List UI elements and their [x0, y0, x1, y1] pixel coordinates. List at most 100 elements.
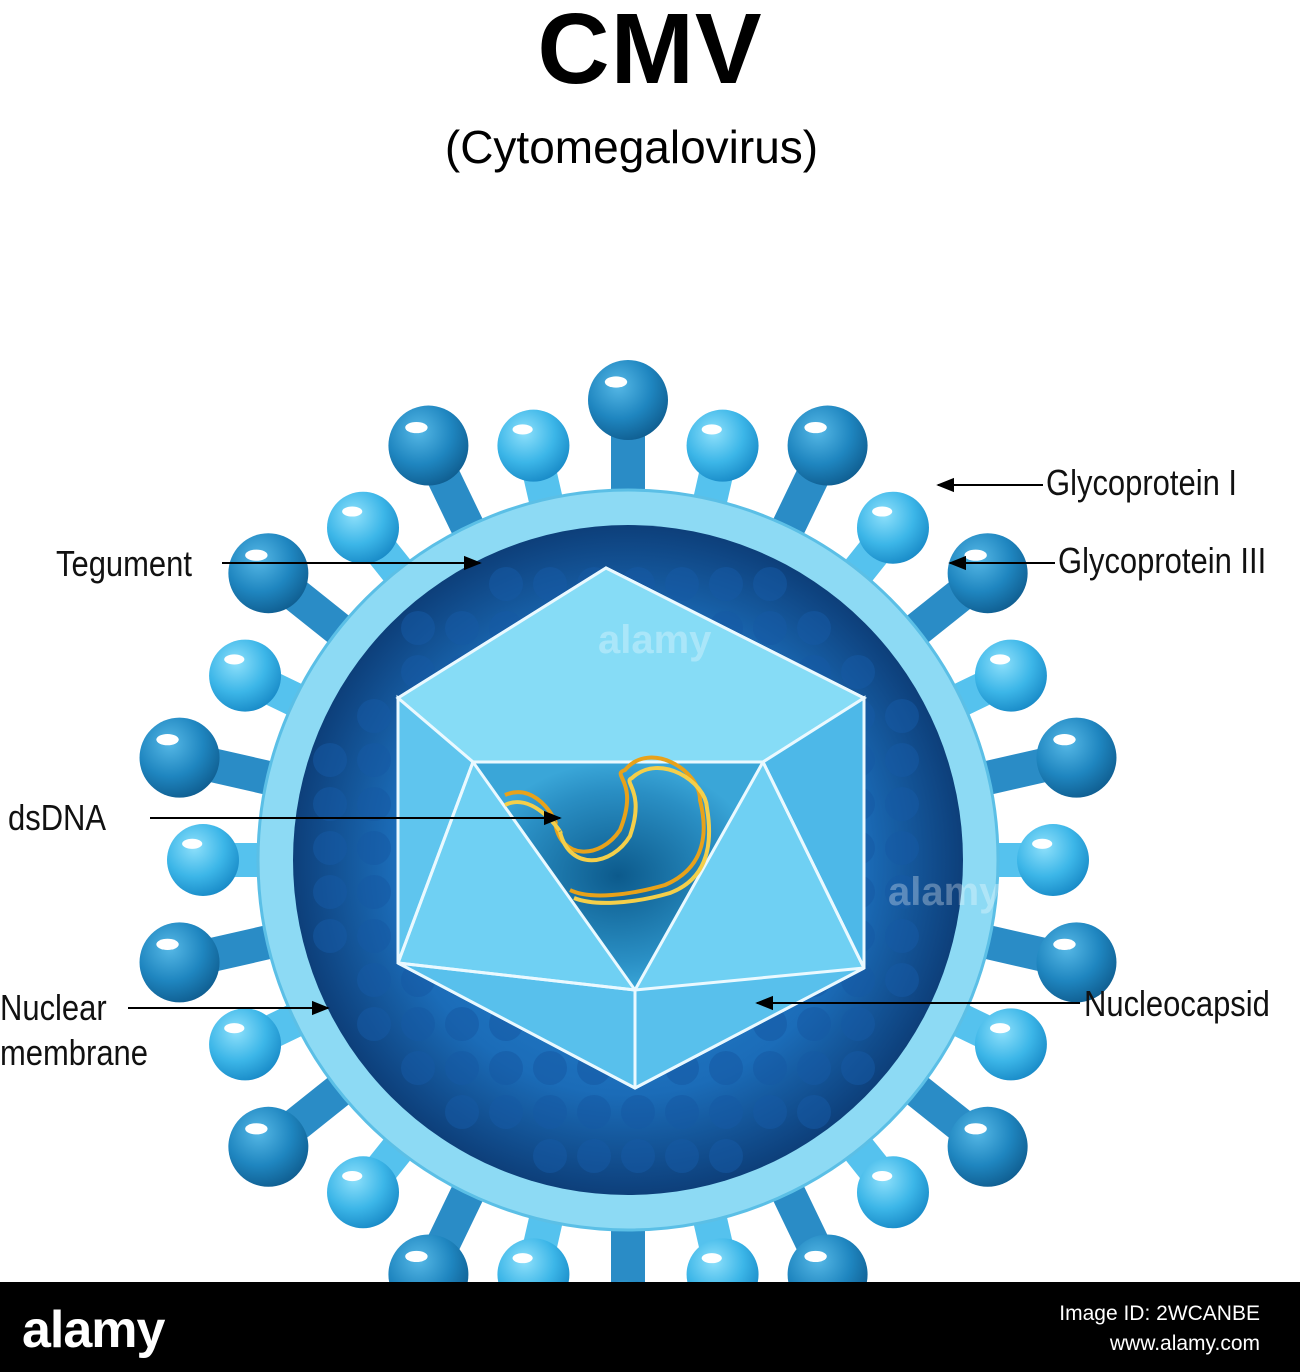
tegument-protein: [357, 743, 391, 777]
glycoprotein-highlight: [405, 421, 428, 434]
label-glycoprotein-1: Glycoprotein I: [1046, 462, 1238, 503]
glycoprotein-1: [588, 360, 668, 440]
glycoprotein-highlight: [156, 734, 179, 746]
glycoprotein-highlight: [701, 1253, 722, 1264]
glycoprotein-3: [856, 1156, 929, 1229]
stock-footer: alamy Image ID: 2WCANBE www.alamy.com: [0, 1282, 1300, 1372]
glycoprotein-highlight: [804, 1250, 827, 1263]
tegument-protein: [885, 787, 919, 821]
tegument-protein: [489, 567, 523, 601]
tegument-protein: [445, 1007, 479, 1041]
tegument-protein: [489, 1051, 523, 1085]
tegument-protein: [357, 699, 391, 733]
glycoprotein-3: [209, 639, 282, 712]
tegument-protein: [445, 611, 479, 645]
glycoprotein-highlight: [342, 506, 363, 517]
tegument-protein: [533, 1095, 567, 1129]
tegument-protein: [885, 831, 919, 865]
glycoprotein-highlight: [1032, 838, 1053, 849]
tegument-protein: [313, 743, 347, 777]
tegument-protein: [357, 919, 391, 953]
tegument-protein: [753, 567, 787, 601]
tegument-protein: [401, 1007, 435, 1041]
tegument-protein: [445, 1051, 479, 1085]
footer-url: www.alamy.com: [1109, 1332, 1260, 1355]
glycoprotein-3: [327, 491, 400, 564]
tegument-protein: [753, 611, 787, 645]
watermark-1: alamy: [598, 618, 712, 662]
glycoprotein-highlight: [245, 549, 268, 561]
glycoprotein-1: [787, 405, 868, 486]
glycoprotein-highlight: [182, 838, 203, 849]
tegument-protein: [709, 1051, 743, 1085]
glycoprotein-3: [327, 1156, 400, 1229]
diagram-title: CMV: [537, 0, 763, 105]
diagram-subtitle: (Cytomegalovirus): [444, 121, 819, 173]
footer-image-id: Image ID: 2WCANBE: [1059, 1302, 1260, 1325]
tegument-protein: [357, 963, 391, 997]
glycoprotein-highlight: [224, 654, 245, 665]
glycoprotein-highlight: [1053, 734, 1076, 746]
glycoprotein-1: [228, 1106, 309, 1187]
tegument-protein: [753, 1051, 787, 1085]
glycoprotein-3: [497, 409, 570, 482]
tegument-protein: [401, 1051, 435, 1085]
glycoprotein-1: [947, 533, 1028, 614]
label-nuclear-membrane-line2: membrane: [0, 1032, 148, 1073]
glycoprotein-highlight: [1053, 938, 1076, 950]
tegument-protein: [885, 875, 919, 909]
tegument-protein: [797, 611, 831, 645]
glycoprotein-1: [228, 533, 309, 614]
tegument-protein: [533, 567, 567, 601]
glycoprotein-highlight: [512, 424, 533, 435]
glycoprotein-highlight: [224, 1023, 245, 1034]
glycoprotein-highlight: [804, 421, 827, 434]
tegument-protein: [577, 1139, 611, 1173]
tegument-protein: [665, 1139, 699, 1173]
label-nuclear-membrane-line1: Nuclear: [0, 987, 107, 1028]
glycoprotein-highlight: [245, 1123, 268, 1135]
footer-logo: alamy: [22, 1301, 165, 1359]
tegument-protein: [797, 1007, 831, 1041]
tegument-protein: [841, 1051, 875, 1085]
tegument-protein: [533, 1139, 567, 1173]
glycoprotein-highlight: [990, 1023, 1011, 1034]
glycoprotein-1: [139, 922, 220, 1003]
glycoprotein-highlight: [156, 938, 179, 950]
glycoprotein-highlight: [701, 424, 722, 435]
glycoprotein-1: [139, 717, 220, 798]
glycoprotein-highlight: [964, 549, 987, 561]
glycoprotein-3: [209, 1008, 282, 1081]
tegument-protein: [357, 787, 391, 821]
watermark-2: alamy: [888, 870, 1002, 914]
tegument-protein: [841, 1007, 875, 1041]
tegument-protein: [797, 1095, 831, 1129]
tegument-protein: [577, 1095, 611, 1129]
tegument-protein: [885, 919, 919, 953]
glycoprotein-highlight: [405, 1250, 428, 1263]
glycoprotein-1: [388, 405, 469, 486]
tegument-protein: [313, 875, 347, 909]
label-nucleocapsid: Nucleocapsid: [1084, 983, 1270, 1024]
tegument-protein: [885, 963, 919, 997]
glycoprotein-highlight: [872, 506, 893, 517]
tegument-protein: [357, 831, 391, 865]
tegument-protein: [357, 1007, 391, 1041]
glycoprotein-1: [1036, 717, 1117, 798]
glycoprotein-3: [686, 1238, 759, 1282]
label-dsdna: dsDNA: [8, 797, 107, 838]
tegument-protein: [665, 567, 699, 601]
tegument-protein: [665, 1095, 699, 1129]
tegument-protein: [753, 1095, 787, 1129]
tegument-protein: [445, 1095, 479, 1129]
tegument-protein: [885, 699, 919, 733]
tegument-protein: [357, 875, 391, 909]
tegument-protein: [313, 919, 347, 953]
glycoprotein-3: [497, 1238, 570, 1282]
tegument-protein: [489, 1095, 523, 1129]
tegument-protein: [797, 1051, 831, 1085]
glycoprotein-highlight: [964, 1123, 987, 1135]
label-tegument: Tegument: [56, 543, 192, 584]
tegument-protein: [709, 567, 743, 601]
glycoprotein-3: [974, 639, 1047, 712]
